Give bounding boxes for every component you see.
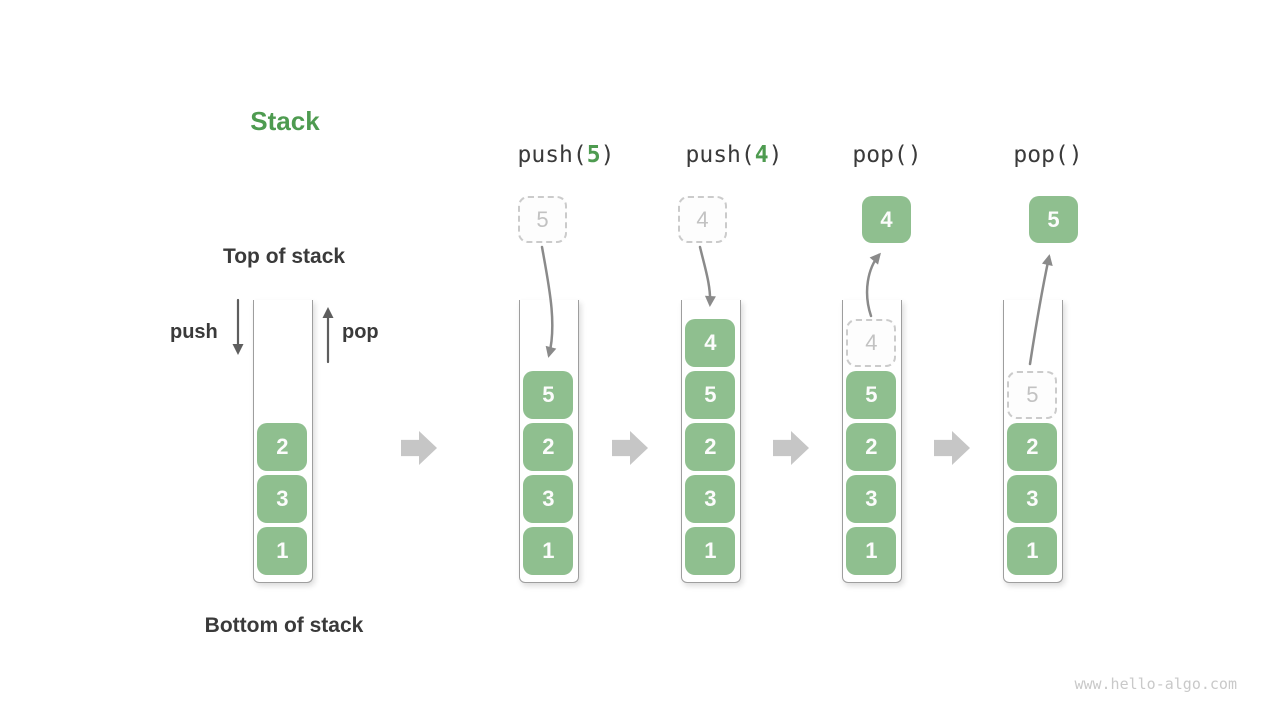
stack-cell: 5 xyxy=(846,371,897,419)
stack-cell: 3 xyxy=(685,475,736,523)
flow-arrow-icon xyxy=(401,431,437,465)
flow-arrow-icon xyxy=(773,431,809,465)
op-prefix: pop( xyxy=(852,142,908,168)
stack-container-after-pop-2: 5 2 3 1 xyxy=(1003,300,1063,583)
stack-cell: 5 xyxy=(523,371,574,419)
stack-cell: 3 xyxy=(257,475,308,523)
incoming-value-box: 5 xyxy=(518,196,567,243)
stack-cell: 4 xyxy=(685,319,736,367)
push-label: push xyxy=(170,321,218,343)
stack-cell: 2 xyxy=(846,423,897,471)
op-arg: 4 xyxy=(754,142,769,168)
stack-container-after-push-5: 5 2 3 1 xyxy=(519,300,579,583)
stack-cell: 2 xyxy=(257,423,308,471)
stack-cell: 3 xyxy=(1007,475,1058,523)
stack-container-initial: 2 3 1 xyxy=(253,300,313,583)
op-prefix: push( xyxy=(685,142,755,168)
diagram-title: Stack xyxy=(250,106,320,136)
flow-arrow-icon xyxy=(934,431,970,465)
operation-label-pop-1: pop() xyxy=(852,142,921,168)
op-suffix: ) xyxy=(1068,142,1083,168)
stack-container-after-pop-1: 4 5 2 3 1 xyxy=(842,300,902,583)
operation-label-push-5: push(5) xyxy=(518,142,615,168)
watermark: www.hello-algo.com xyxy=(1074,675,1237,693)
stack-cell: 2 xyxy=(685,423,736,471)
op-suffix: ) xyxy=(768,142,783,168)
op-prefix: pop( xyxy=(1013,142,1069,168)
push-4-curve-arrow-icon xyxy=(698,245,716,307)
stack-cell: 2 xyxy=(523,423,574,471)
op-suffix: ) xyxy=(907,142,922,168)
stack-cell: 2 xyxy=(1007,423,1058,471)
op-arg: 5 xyxy=(586,142,601,168)
op-prefix: push( xyxy=(517,142,587,168)
popped-value-box: 4 xyxy=(862,196,911,243)
stack-container-after-push-4: 4 5 2 3 1 xyxy=(681,300,741,583)
ghost-cell: 4 xyxy=(846,319,897,367)
flow-arrow-icon xyxy=(612,431,648,465)
pop-label: pop xyxy=(342,321,379,343)
incoming-value-box: 4 xyxy=(678,196,727,243)
stack-cell: 3 xyxy=(846,475,897,523)
operation-label-push-4: push(4) xyxy=(686,142,783,168)
stack-cell: 3 xyxy=(523,475,574,523)
stack-cell: 5 xyxy=(685,371,736,419)
operation-label-pop-2: pop() xyxy=(1013,142,1082,168)
bottom-of-stack-label: Bottom of stack xyxy=(204,614,364,637)
ghost-cell: 5 xyxy=(1007,371,1058,419)
stack-cell: 1 xyxy=(257,527,308,575)
stack-cell: 1 xyxy=(685,527,736,575)
top-of-stack-label: Top of stack xyxy=(222,245,346,268)
op-suffix: ) xyxy=(600,142,615,168)
stack-cell: 1 xyxy=(1007,527,1058,575)
stack-cell: 1 xyxy=(846,527,897,575)
popped-value-box: 5 xyxy=(1029,196,1078,243)
stack-cell: 1 xyxy=(523,527,574,575)
